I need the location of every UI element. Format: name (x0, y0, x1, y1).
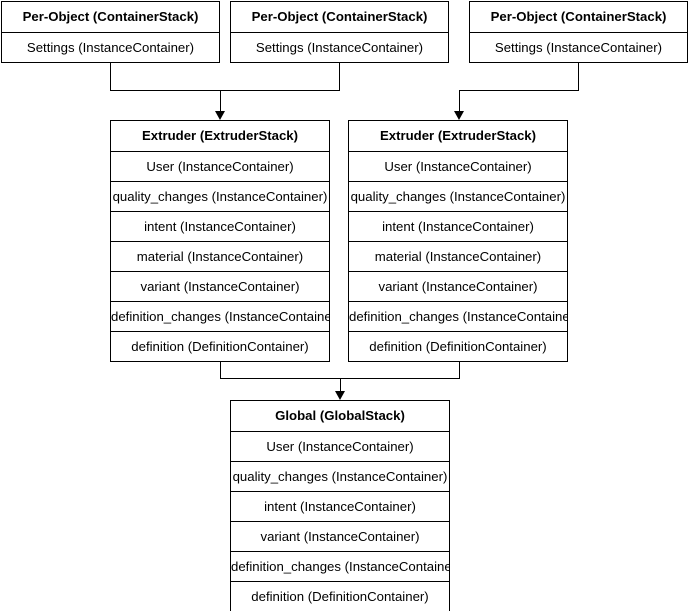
global-stack-row-definition: definition (DefinitionContainer) (231, 581, 449, 611)
per-object-stack-2[interactable]: Per-Object (ContainerStack) Settings (In… (230, 1, 449, 63)
connector-extruder1-arrow-shaft (220, 90, 221, 116)
extruder-stack-2-row-definition: definition (DefinitionContainer) (349, 331, 567, 361)
per-object-stack-2-header: Per-Object (ContainerStack) (231, 2, 448, 32)
per-object-stack-1-row-settings: Settings (InstanceContainer) (2, 32, 219, 62)
extruder-stack-1-row-quality-changes: quality_changes (InstanceContainer) (111, 181, 329, 211)
extruder-stack-1-row-definition: definition (DefinitionContainer) (111, 331, 329, 361)
extruder-stack-2-header: Extruder (ExtruderStack) (349, 121, 567, 151)
extruder-stack-2-row-intent: intent (InstanceContainer) (349, 211, 567, 241)
connector-perobject3-to-extruder2-drop (578, 61, 579, 90)
connector-global-arrowhead (335, 391, 345, 400)
extruder-stack-1-row-intent: intent (InstanceContainer) (111, 211, 329, 241)
extruder-stack-2-row-variant: variant (InstanceContainer) (349, 271, 567, 301)
per-object-stack-1[interactable]: Per-Object (ContainerStack) Settings (In… (1, 1, 220, 63)
extruder-stack-2-row-quality-changes: quality_changes (InstanceContainer) (349, 181, 567, 211)
connector-extruder2-bus (459, 90, 579, 91)
extruder-stack-1-row-material: material (InstanceContainer) (111, 241, 329, 271)
extruder-stack-2-row-definition-changes: definition_changes (InstanceContainer) (349, 301, 567, 331)
connector-extruder2-arrow-shaft (459, 90, 460, 116)
connector-extruder2-to-global-drop (459, 360, 460, 378)
per-object-stack-1-header: Per-Object (ContainerStack) (2, 2, 219, 32)
global-stack-row-variant: variant (InstanceContainer) (231, 521, 449, 551)
connector-extruder1-arrowhead (215, 111, 225, 120)
connector-global-arrow-shaft (340, 378, 341, 396)
global-stack-row-intent: intent (InstanceContainer) (231, 491, 449, 521)
connector-extruder1-bus (110, 90, 340, 91)
global-stack-row-quality-changes: quality_changes (InstanceContainer) (231, 461, 449, 491)
global-stack-row-user: User (InstanceContainer) (231, 431, 449, 461)
connector-extruder2-arrowhead (454, 111, 464, 120)
extruder-stack-1-row-user: User (InstanceContainer) (111, 151, 329, 181)
global-stack[interactable]: Global (GlobalStack) User (InstanceConta… (230, 400, 450, 611)
extruder-stack-2[interactable]: Extruder (ExtruderStack) User (InstanceC… (348, 120, 568, 362)
global-stack-header: Global (GlobalStack) (231, 401, 449, 431)
per-object-stack-3-row-settings: Settings (InstanceContainer) (470, 32, 687, 62)
connector-perobject2-to-extruder1-drop (339, 61, 340, 90)
per-object-stack-3-header: Per-Object (ContainerStack) (470, 2, 687, 32)
extruder-stack-1-row-definition-changes: definition_changes (InstanceContainer) (111, 301, 329, 331)
connector-extruder1-to-global-drop (220, 360, 221, 378)
connector-perobject1-to-extruder1-drop (110, 61, 111, 90)
global-stack-row-definition-changes: definition_changes (InstanceContainer) (231, 551, 449, 581)
extruder-stack-1[interactable]: Extruder (ExtruderStack) User (InstanceC… (110, 120, 330, 362)
per-object-stack-2-row-settings: Settings (InstanceContainer) (231, 32, 448, 62)
extruder-stack-1-header: Extruder (ExtruderStack) (111, 121, 329, 151)
per-object-stack-3[interactable]: Per-Object (ContainerStack) Settings (In… (469, 1, 688, 63)
extruder-stack-2-row-user: User (InstanceContainer) (349, 151, 567, 181)
extruder-stack-1-row-variant: variant (InstanceContainer) (111, 271, 329, 301)
extruder-stack-2-row-material: material (InstanceContainer) (349, 241, 567, 271)
